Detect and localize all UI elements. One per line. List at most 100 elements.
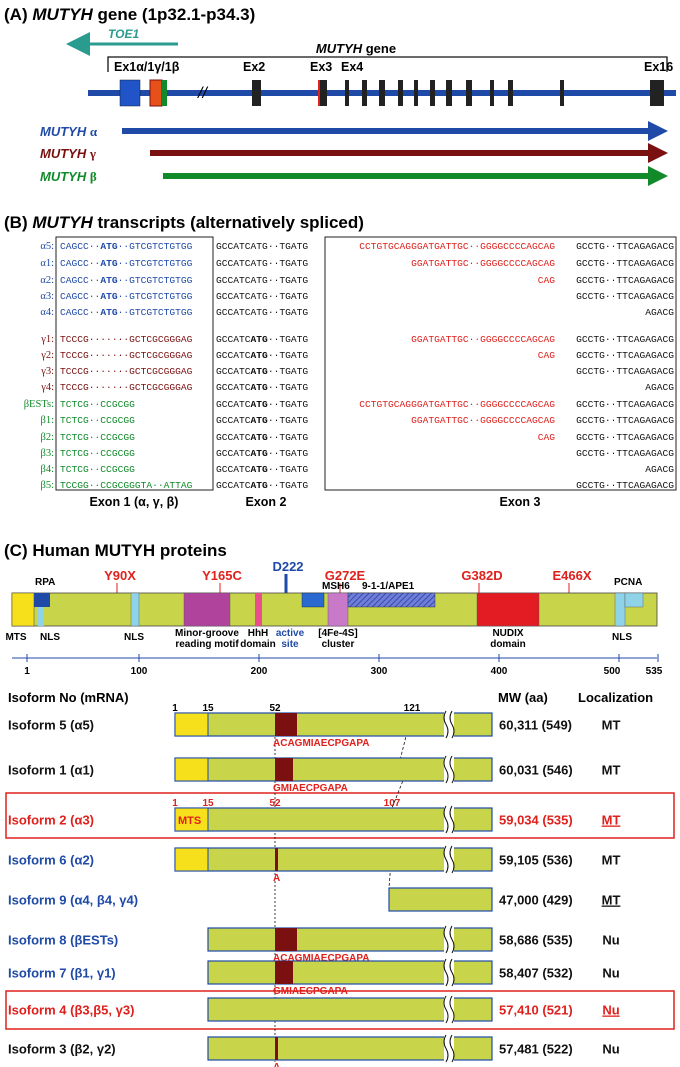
exon2-seq: GCCATCATG··TGATG [216, 448, 308, 459]
isoform-name: Isoform 4 (β3,β5, γ3) [8, 1003, 134, 1018]
panel-c: (C) Human MUTYH proteins Y90X Y165C G272… [4, 541, 675, 1067]
isoform-localization: Nu [602, 1042, 619, 1057]
minor-groove-domain [183, 592, 231, 627]
insert-segment [275, 758, 293, 781]
row-id: β1: [40, 415, 54, 426]
active-residue-d222: D222 [272, 559, 303, 574]
row-id: γ3: [40, 366, 54, 377]
insert-sequence: ACAGMIAECPGAPA [273, 738, 369, 749]
exon3-seq: GCCTG··TTCAGAGACG [576, 399, 674, 410]
exon2-seq: GCCATCATG··TGATG [216, 258, 308, 269]
mutation-g382d: G382D [461, 568, 502, 583]
residue-121: 121 [404, 703, 421, 714]
isoform-name: Isoform 3 (β2, γ2) [8, 1042, 116, 1057]
exons-4-15 [345, 80, 564, 106]
exon2-caption: Exon 2 [246, 495, 287, 509]
mutation-y165c: Y165C [202, 568, 242, 583]
row-id: α4: [40, 307, 54, 318]
row-id: α2: [40, 275, 54, 286]
label-nls-3: NLS [612, 632, 632, 643]
exon3-seq: GCCTG··TTCAGAGACG [576, 275, 674, 286]
apE1-domain [347, 592, 436, 608]
isoform-localization: MT [602, 893, 621, 908]
sequence-row: α2: CAGCC··ATG··GTCGTCTGTGG GCCATCATG··TGA… [40, 275, 674, 286]
rpa-domain [34, 593, 50, 607]
label-rpa: RPA [35, 577, 55, 588]
scale-tick-1: 1 [24, 666, 30, 677]
insert-segment [275, 928, 297, 951]
mutation-y90x: Y90X [104, 568, 136, 583]
header-isoform: Isoform No (mRNA) [8, 690, 129, 705]
isoform-bar [207, 1036, 493, 1061]
label-nls-1: NLS [40, 632, 60, 643]
insert-segment [275, 1037, 278, 1060]
break-mark [443, 995, 449, 1024]
exon2-seq: GCCATCATG··TGATG [216, 275, 308, 286]
isoform-localization: Nu [602, 966, 619, 981]
break-mark [443, 925, 449, 954]
exon1-seq: TCTCG··CCGCGG [60, 432, 135, 443]
exon2-seq: GCCATCATG··TGATG [216, 334, 308, 345]
mts-label: MTS [178, 815, 201, 827]
isoform-mw: 58,407 (532) [499, 966, 573, 981]
exon2-seq: GCCATCATG··TGATG [216, 480, 308, 491]
insert-segment [275, 961, 293, 984]
exon3-variable-seq: CAG [538, 275, 556, 286]
iso2-residue-15: 15 [202, 798, 214, 809]
exon3-variable-seq: GGATGATTGC··GGGGCCCCAGCAG [411, 334, 555, 345]
exon2-seq: GCCATCATG··TGATG [216, 464, 308, 475]
isoform-mw: 47,000 (429) [499, 893, 573, 908]
scale-tick-500: 500 [604, 666, 621, 677]
exon1-seq: CAGCC··ATG··GTCGTCTGTGG [60, 241, 193, 252]
isoform-mw: 60,311 (549) [499, 718, 572, 733]
residue-1: 1 [172, 703, 178, 714]
exon2-seq: GCCATCATG··TGATG [216, 366, 308, 377]
isoform-mw: 59,105 (536) [499, 853, 573, 868]
exon-1-alpha [119, 79, 141, 107]
exon-1-gamma [149, 79, 163, 107]
row-id: β4: [40, 464, 54, 475]
toe1-label: TOE1 [108, 27, 139, 41]
exon3-seq: GCCTG··TTCAGAGACG [576, 350, 674, 361]
row-id: β3: [40, 448, 54, 459]
sequence-row: γ1: TCCCG·······GCTCGCGGGAG GCCATCATG··TGA… [40, 334, 674, 345]
exon1-seq: TCTCG··CCGCGG [60, 415, 135, 426]
row-id: α5: [40, 241, 54, 252]
header-localization: Localization [578, 690, 653, 705]
exon2-seq: GCCATCATG··TGATG [216, 241, 308, 252]
transcript-alpha-label: MUTYH α [40, 124, 98, 139]
exon2-seq: GCCATCATG··TGATG [216, 415, 308, 426]
exon3-seq: GCCTG··TTCAGAGACG [576, 241, 674, 252]
exon1-seq: CAGCC··ATG··GTCGTCTGTGG [60, 275, 193, 286]
mutation-e466x: E466X [552, 568, 591, 583]
mts-segment [174, 847, 209, 872]
pcna-domain [624, 592, 644, 608]
label-pcna: PCNA [614, 577, 642, 588]
exon2-seq: GCCATCATG··TGATG [216, 291, 308, 302]
isoform-localization: MT [602, 718, 621, 733]
exon3-seq: AGACG [645, 382, 674, 393]
exon3-variable-seq: GGATGATTGC··GGGGCCCCAGCAG [411, 258, 555, 269]
exon1-seq: TCCCG·······GCTCGCGGGAG [60, 334, 193, 345]
break-mark [443, 805, 449, 834]
exon-label-1: Ex1α/1γ/1β [114, 60, 180, 74]
panel-c-title: (C) Human MUTYH proteins [4, 541, 227, 560]
exon3-seq: GCCTG··TTCAGAGACG [576, 366, 674, 377]
isoform-name: Isoform 9 (α4, β4, γ4) [8, 893, 138, 908]
exon2-seq: GCCATCATG··TGATG [216, 350, 308, 361]
row-id: γ1: [40, 334, 54, 345]
isoform-row: Isoform 6 (α2)A59,105 (536)MT [8, 845, 620, 884]
exon3-seq: GCCTG··TTCAGAGACG [576, 291, 674, 302]
exon1-box [55, 236, 214, 491]
break-mark [443, 755, 449, 784]
exon1-seq: TCCCG·······GCTCGCGGGAG [60, 382, 193, 393]
isoform-localization: Nu [602, 933, 619, 948]
